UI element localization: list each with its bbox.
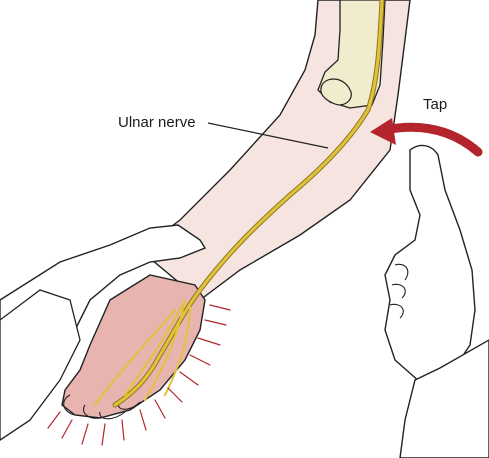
tingling-marks bbox=[47, 304, 231, 446]
examiner-sleeve bbox=[0, 289, 81, 441]
ulnar-nerve-branches bbox=[94, 299, 191, 406]
nerve-leader-line bbox=[207, 122, 329, 149]
tap-label: Tap bbox=[423, 96, 448, 113]
examiner-right-hand bbox=[384, 144, 476, 383]
ulnar-nerve-core bbox=[113, 0, 384, 407]
curved-arrow-icon bbox=[380, 122, 483, 157]
patient-fingers bbox=[63, 394, 141, 420]
arrow-head bbox=[370, 118, 396, 145]
examiner-knuckles bbox=[389, 263, 409, 319]
elbow-condyle bbox=[320, 78, 352, 106]
examiner-cuff bbox=[399, 339, 489, 458]
ulnar-nerve-label: Ulnar nerve bbox=[118, 114, 196, 131]
